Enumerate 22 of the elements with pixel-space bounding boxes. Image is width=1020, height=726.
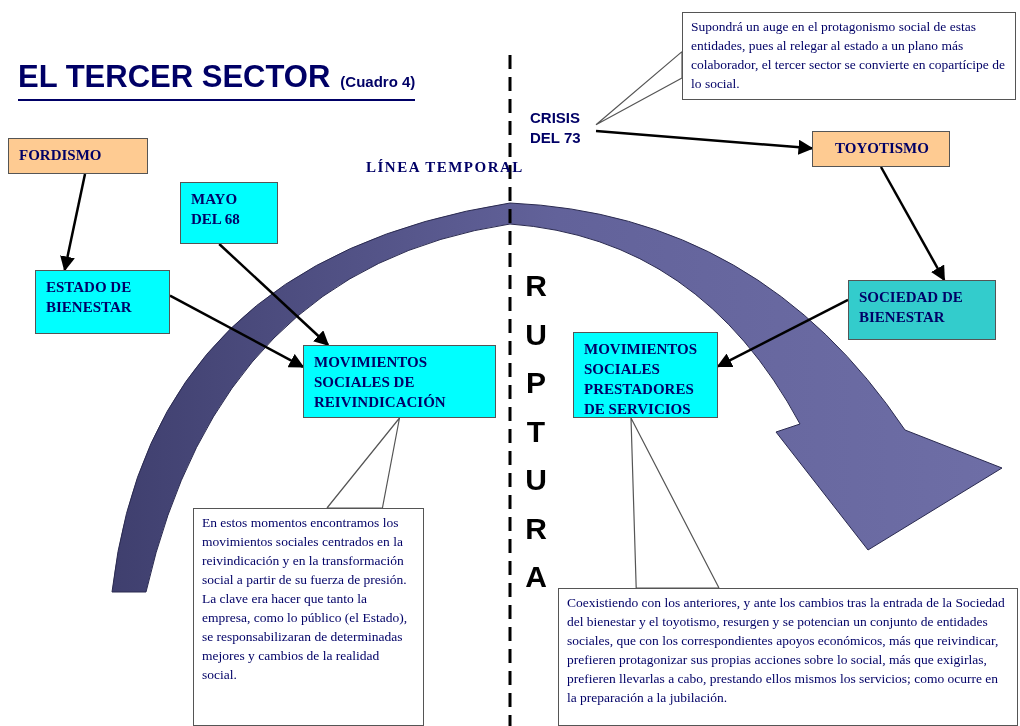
axis-label: LÍNEA TEMPORAL: [366, 159, 524, 176]
arrow: [169, 294, 305, 368]
callout-pointer: [326, 417, 401, 509]
concept-box: FORDISMO: [8, 138, 148, 174]
arrow: [60, 173, 87, 272]
concept-box: TOYOTISMO: [812, 131, 950, 167]
concept-box: MOVIMIENTOS SOCIALES DE REIVINDICACIÓN: [303, 345, 496, 418]
arrow: [716, 298, 849, 368]
event-label: CRISIS DEL 73: [530, 108, 596, 150]
callout-pointer: [595, 51, 683, 126]
title: EL TERCER SECTOR: [18, 59, 331, 94]
event-box: MAYO DEL 68: [180, 182, 278, 244]
vertical-label: RUPTURA: [524, 268, 548, 595]
arrow: [879, 166, 946, 282]
concept-box: SOCIEDAD DE BIENESTAR: [848, 280, 996, 340]
concept-box: MOVIMIENTOS SOCIALES PRESTADORES DE SERVICIOS: [573, 332, 718, 418]
subtitle: (Cuadro 4): [340, 73, 416, 90]
arrow: [595, 129, 814, 155]
callout-box: En estos momentos encontramos los movimientos sociales centrados en la reivindicación y en la transformación social a partir de su fuerza de presión. La clave era hacer que tanto la empresa, como lo público (el Estado), se responsabilizaran de determinadas mejores y cambios de la realidad social.: [193, 508, 424, 726]
callout-pointer: [630, 417, 720, 589]
concept-box: ESTADO DE BIENESTAR: [35, 270, 170, 334]
arrow: [218, 243, 330, 346]
